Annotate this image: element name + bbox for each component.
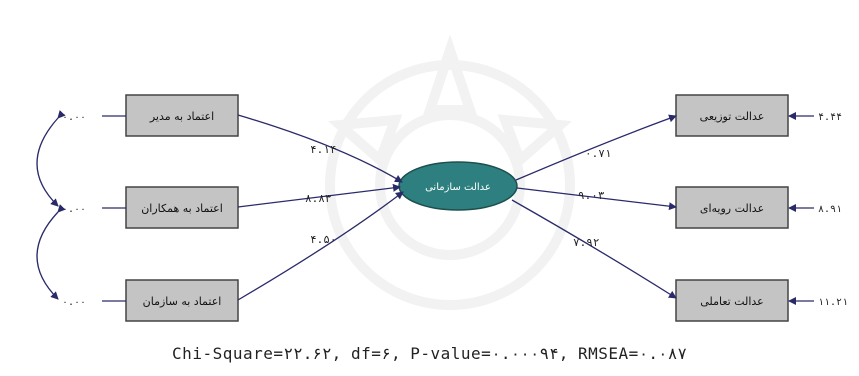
predictor-label-manager: اعتماد به مدیر <box>149 110 214 123</box>
covariance-curve-2-3 <box>36 204 66 300</box>
predictor-box-organization: اعتماد به سازمان <box>125 279 239 322</box>
coef-procedural: ۹.۰۳ <box>578 189 605 202</box>
path-arrow-manager <box>237 114 403 183</box>
outcome-label-procedural: عدالت رویه‌ای <box>700 202 764 215</box>
latent-ellipse-organizational-justice: عدالت سازمانی <box>398 161 518 211</box>
coef-interactional: ۷.۹۲ <box>573 236 600 249</box>
fixed-value-colleagues: ۰.۰۰ <box>62 204 86 215</box>
outcome-box-procedural: عدالت رویه‌ای <box>675 186 789 229</box>
coef-organization: ۴.۵۰ <box>310 233 337 246</box>
predictor-label-organization: اعتماد به سازمان <box>143 295 222 308</box>
outcome-label-distributive: عدالت توزیعی <box>700 110 765 123</box>
fixed-value-organization: ۰.۰۰ <box>62 297 86 308</box>
latent-label: عدالت سازمانی <box>425 182 491 193</box>
covariance-curve-1-2 <box>36 110 66 207</box>
outcome-label-interactional: عدالت تعاملی <box>700 295 763 308</box>
watermark-emblem <box>325 34 575 310</box>
path-arrow-organization <box>237 191 404 301</box>
path-arrow-procedural <box>516 187 677 211</box>
coef-colleagues: ۸.۸۳ <box>305 192 332 205</box>
error-value-procedural: ۸.۹۱ <box>818 204 842 215</box>
predictor-box-manager: اعتماد به مدیر <box>125 94 239 137</box>
outcome-box-interactional: عدالت تعاملی <box>675 279 789 322</box>
path-arrow-interactional <box>511 199 677 299</box>
error-value-interactional: ۱۱.۲۱ <box>818 297 848 308</box>
predictor-box-colleagues: اعتماد به همکاران <box>125 186 239 229</box>
fixed-value-manager: ۰.۰۰ <box>62 112 86 123</box>
path-arrow-distributive <box>515 114 677 181</box>
error-value-distributive: ۴.۴۴ <box>818 112 842 123</box>
fit-statistics: Chi-Square=۲۲.۶۲, df=۶, P-value=۰.۰۰۰۹۴,… <box>172 344 687 363</box>
outcome-box-distributive: عدالت توزیعی <box>675 94 789 137</box>
coef-distributive: ۰.۷۱ <box>585 147 612 160</box>
path-arrow-colleagues <box>237 183 401 208</box>
coef-manager: ۴.۱۴ <box>310 143 337 156</box>
predictor-label-colleagues: اعتماد به همکاران <box>141 202 223 215</box>
